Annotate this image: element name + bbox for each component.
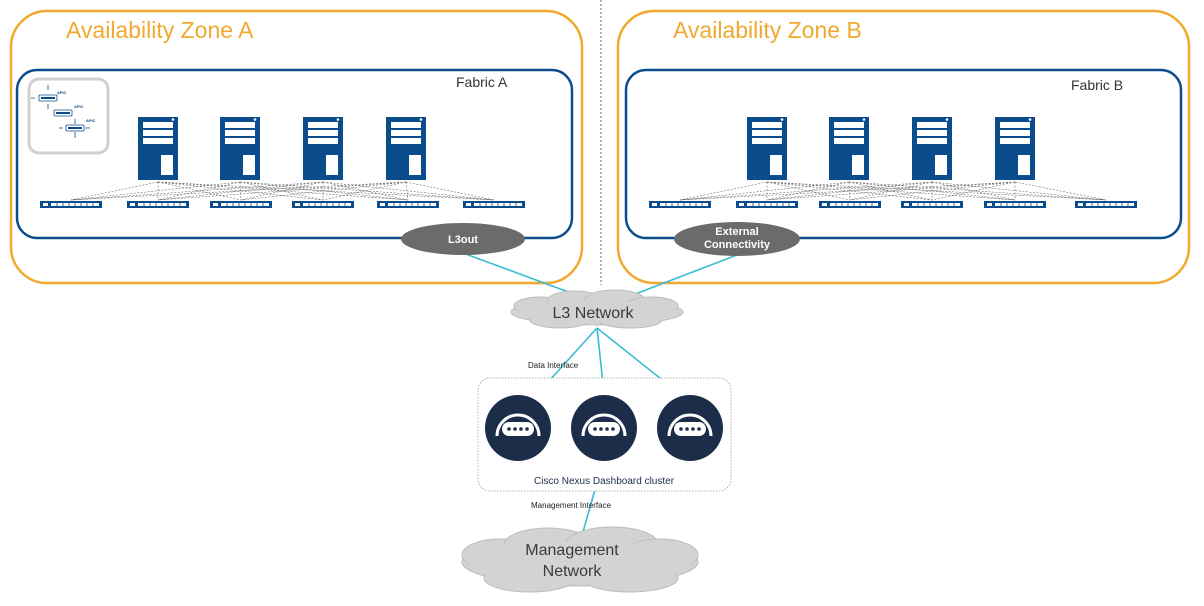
availability-zone-b: Availability Zone B Fabric B: [616, 9, 1191, 285]
zone-b-title: Availability Zone B: [673, 17, 862, 43]
management-network-cloud: Management Network: [461, 526, 699, 593]
fabric-a-mesh: [70, 181, 495, 201]
fabric-b-mesh: [679, 181, 1107, 201]
zone-a-border: [9, 9, 584, 285]
zone-b-border: [616, 9, 1191, 285]
l3-network-cloud: L3 Network: [510, 289, 684, 329]
leaf-switch-icon: [900, 200, 964, 209]
nexus-dashboard-node-icon: [483, 393, 553, 463]
leaf-switch-icon: [648, 200, 712, 209]
l3out-label: L3out: [448, 234, 478, 246]
spine-switch-icon: [386, 117, 426, 180]
management-network-label-line1: Management: [525, 542, 619, 559]
leaf-switch-icon: [376, 200, 440, 209]
leaf-switch-icon: [126, 200, 190, 209]
spine-switch-icon: [995, 117, 1035, 180]
availability-zone-a: Availability Zone A Fabric A APIC APIC A…: [9, 9, 584, 285]
leaf-switch-icon: [1074, 200, 1138, 209]
leaf-switch-icon: [735, 200, 799, 209]
spine-switch-icon: [138, 117, 178, 180]
apic-label-1: APIC: [57, 90, 67, 95]
leaf-switch-icon: [462, 200, 526, 209]
fabric-a-title: Fabric A: [456, 74, 508, 90]
fabric-b-border: [624, 68, 1183, 240]
management-interface-label: Management Interface: [531, 501, 612, 510]
zone-a-title: Availability Zone A: [66, 17, 254, 43]
nexus-dashboard-node-icon: [569, 393, 639, 463]
apic-label-3: APIC: [86, 118, 96, 123]
leaf-switch-icon: [818, 200, 882, 209]
spine-switch-icon: [912, 117, 952, 180]
data-interface-label: Data Interface: [528, 361, 579, 370]
l3out-connector: L3out: [401, 223, 525, 255]
management-network-label-line2: Network: [543, 563, 603, 580]
l3-network-label: L3 Network: [553, 305, 635, 322]
nexus-dashboard-node-icon: [655, 393, 725, 463]
spine-switch-icon: [220, 117, 260, 180]
cluster-label: Cisco Nexus Dashboard cluster: [534, 476, 675, 487]
leaf-switch-icon: [39, 200, 103, 209]
leaf-switch-icon: [983, 200, 1047, 209]
apic-cluster-icon: APIC APIC APIC: [27, 77, 110, 155]
external-connectivity-connector: External Connectivity: [674, 222, 800, 256]
spine-switch-icon: [829, 117, 869, 180]
leaf-switch-icon: [291, 200, 355, 209]
spine-switch-icon: [747, 117, 787, 180]
leaf-switch-icon: [209, 200, 273, 209]
spine-switch-icon: [303, 117, 343, 180]
nexus-dashboard-cluster: Cisco Nexus Dashboard cluster: [477, 377, 732, 492]
external-connectivity-label-line2: Connectivity: [704, 239, 771, 251]
apic-label-2: APIC: [74, 104, 84, 109]
fabric-b-title: Fabric B: [1071, 77, 1123, 93]
fabric-a-border: [15, 68, 574, 240]
external-connectivity-label-line1: External: [715, 226, 758, 238]
